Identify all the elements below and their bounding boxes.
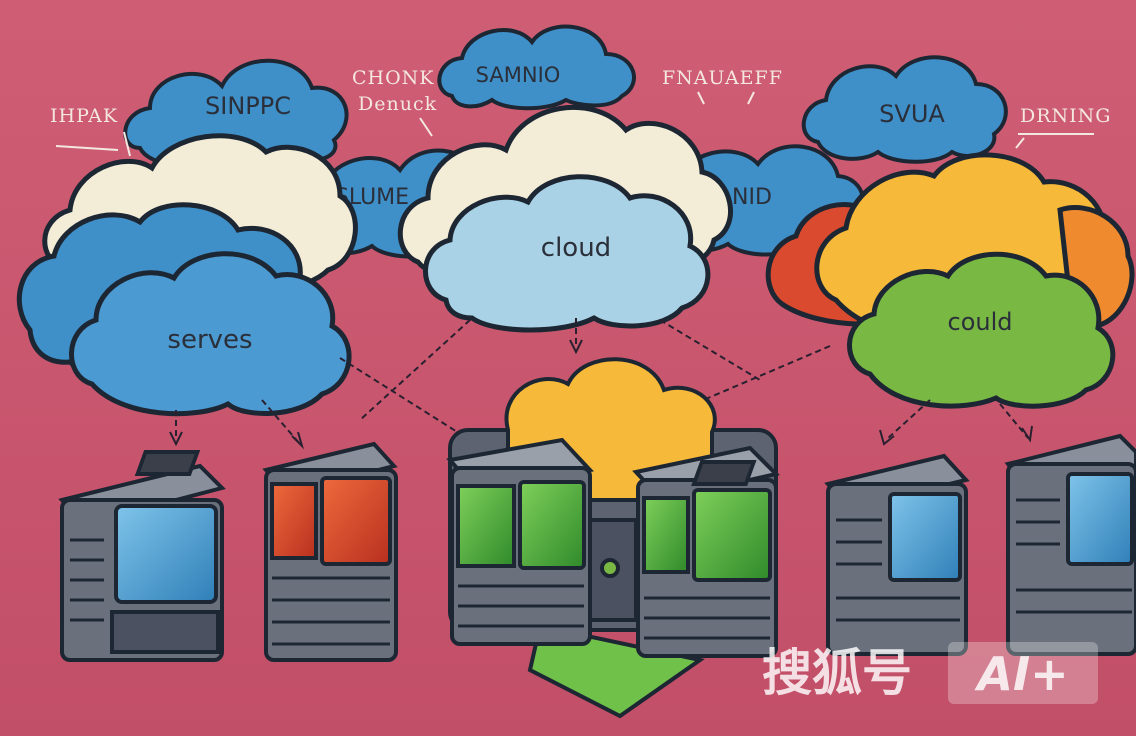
server-5 (691, 453, 970, 656)
cloud-right-green-label: could (948, 308, 1013, 336)
note-chunk-arrow (419, 117, 433, 137)
note-chunk-sub: Denuck (358, 93, 437, 115)
arrowheads (169, 339, 1033, 450)
cloud-top-left-label: SINPPC (205, 92, 291, 120)
cloud-top-right-label: SVUA (879, 100, 945, 128)
watermark: 搜狐号 AI+ (762, 642, 1098, 704)
cloud-top-mid-label: SAMNIO (476, 63, 561, 87)
cloud-center-label: cloud (541, 233, 611, 263)
cloud-left-main-label: serves (167, 325, 252, 355)
cloud-mid-right-label: NID (732, 185, 772, 210)
note-top-right: FNAUAEFF (662, 67, 783, 89)
cloud-top-mid (437, 24, 636, 111)
link-left-center (339, 357, 471, 441)
watermark-brand: 搜狐号 (762, 644, 912, 702)
server-1 (58, 463, 226, 662)
server-4 (632, 445, 780, 658)
server-6 (1004, 433, 1136, 656)
note-top-left: IHPAK (50, 105, 118, 127)
note-right: DRNING (1020, 105, 1111, 127)
note-chunk: CHONK (352, 67, 435, 89)
cloud-left-main (69, 251, 352, 417)
cloud-top-right (801, 55, 1008, 164)
note-top-left-underline (55, 131, 131, 157)
note-right-underline (1015, 133, 1094, 149)
cloud-center-main (423, 174, 711, 333)
watermark-badge: AI+ (974, 647, 1068, 701)
link-right-2 (999, 403, 1029, 439)
watermark-badge-box (948, 642, 1098, 704)
note-top-right-arrow (697, 91, 755, 105)
server-3 (446, 437, 594, 646)
cloud-right-green (847, 251, 1116, 409)
link-center-left (359, 319, 471, 421)
server-2 (134, 441, 398, 662)
